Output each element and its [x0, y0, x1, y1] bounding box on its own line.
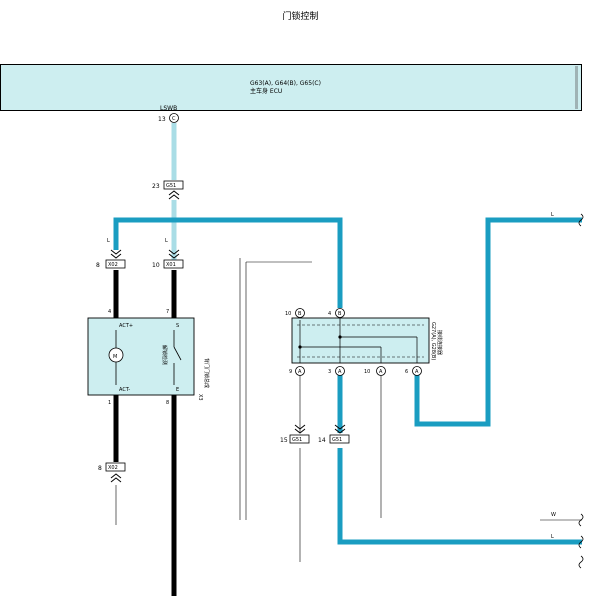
connector-r2 [329, 434, 350, 444]
module-pin-a3 [335, 366, 345, 376]
actuator-pin-4: 4 [108, 309, 111, 315]
module-pin-a9-num: 9 [289, 369, 292, 375]
switch-contact [173, 346, 182, 361]
module-name: 接线连接器 [436, 330, 443, 355]
break-mark-4 [578, 555, 584, 569]
act-plus-label: ACT+ [119, 323, 133, 329]
module-pin-b4 [335, 308, 345, 318]
module-pin-b10 [295, 308, 305, 318]
module-pin-b4-num: 4 [328, 311, 331, 317]
motor-label: M [113, 354, 117, 360]
module-pin-a6-letter: A [415, 369, 419, 375]
actuator-code: X3 [197, 394, 203, 401]
connector-bottom-code: X02 [108, 465, 118, 471]
connector-r1-pin: 15 [280, 437, 288, 444]
connector-top-arrow [168, 190, 180, 200]
ecu-name: 主车身 ECU [250, 88, 283, 95]
ecu-pin-circle [169, 113, 179, 123]
ecu-box-shade [575, 66, 578, 109]
module-pin-b10-num: 10 [285, 311, 291, 317]
wire-tag-l-4: L [551, 534, 554, 540]
module-pin-a9 [295, 366, 305, 376]
ecu-label: G63(A), G64(B), G65(C) 主车身 ECU [250, 80, 321, 96]
wire-tag-l-1: L [107, 238, 110, 244]
module-pin-a10-letter: A [379, 369, 383, 375]
module-node-2 [298, 345, 302, 349]
ecu-pin-13: 13 [158, 116, 166, 123]
connector-bottom-pin: 8 [98, 465, 102, 472]
break-mark-3 [578, 535, 584, 549]
actuator-name: 背门门锁总成 [203, 358, 210, 388]
connector-r2-code: G51 [332, 437, 342, 443]
connector-bottom-arrow [110, 473, 122, 483]
module-pin-a10-num: 10 [364, 369, 370, 375]
connector-mid-pin: 10 [152, 262, 160, 269]
connector-r2-arrow [334, 424, 346, 434]
module-pin-b10-letter: B [298, 311, 302, 317]
switch-label: 解锁检测 [161, 345, 168, 365]
motor-symbol [108, 347, 124, 363]
connector-left-pin: 8 [96, 262, 100, 269]
module-pin-a6-num: 6 [405, 369, 408, 375]
ecu-connectors: G63(A), G64(B), G65(C) [250, 80, 321, 87]
actuator-pin-1: 1 [108, 400, 111, 406]
module-pin-a3-letter: A [338, 369, 342, 375]
connector-left-arrow [110, 249, 122, 259]
connector-top [163, 180, 184, 190]
connector-bottom [105, 462, 126, 472]
module-pin-b4-letter: B [338, 311, 342, 317]
connector-r1-arrow [294, 424, 306, 434]
break-mark-1 [578, 213, 584, 227]
switch-s-label: S [176, 323, 179, 329]
connector-r1-code: G51 [292, 437, 302, 443]
connector-left [105, 259, 126, 269]
wire-tag-l-3: L [551, 212, 554, 218]
connector-r2-pin: 14 [318, 437, 326, 444]
connector-mid-arrow [168, 249, 180, 259]
module-node-1 [338, 335, 342, 339]
module-code: G27(A), G28(B) [430, 322, 436, 360]
wire-l-bottom [337, 448, 582, 545]
lswb-label: LSWB [160, 105, 177, 112]
actuator-pin-8: 8 [166, 400, 169, 406]
connector-mid-code: X01 [166, 262, 176, 268]
module-pin-a10 [376, 366, 386, 376]
connector-top-code: G51 [166, 183, 176, 189]
actuator-box [87, 317, 195, 396]
connector-mid [163, 259, 184, 269]
module-pin-a3-num: 3 [328, 369, 331, 375]
diagram-title: 门锁控制 [282, 12, 319, 22]
wire-l-right [414, 217, 582, 427]
connector-r1 [289, 434, 310, 444]
connector-left-code: X02 [108, 262, 118, 268]
main-body-ecu-box [0, 64, 582, 111]
ecu-pin-letter: C [172, 116, 176, 122]
wire-l-main [113, 217, 343, 308]
actuator-pin-7: 7 [166, 309, 169, 315]
connector-top-pin: 23 [152, 183, 160, 190]
wire-tag-w: W [551, 512, 556, 518]
act-minus-label: ACT- [119, 387, 130, 393]
switch-e-label: E [176, 387, 179, 393]
module-pin-a9-letter: A [298, 369, 302, 375]
junction-module-box [291, 317, 430, 364]
module-pin-a6 [412, 366, 422, 376]
wire-tag-l-2: L [165, 238, 168, 244]
